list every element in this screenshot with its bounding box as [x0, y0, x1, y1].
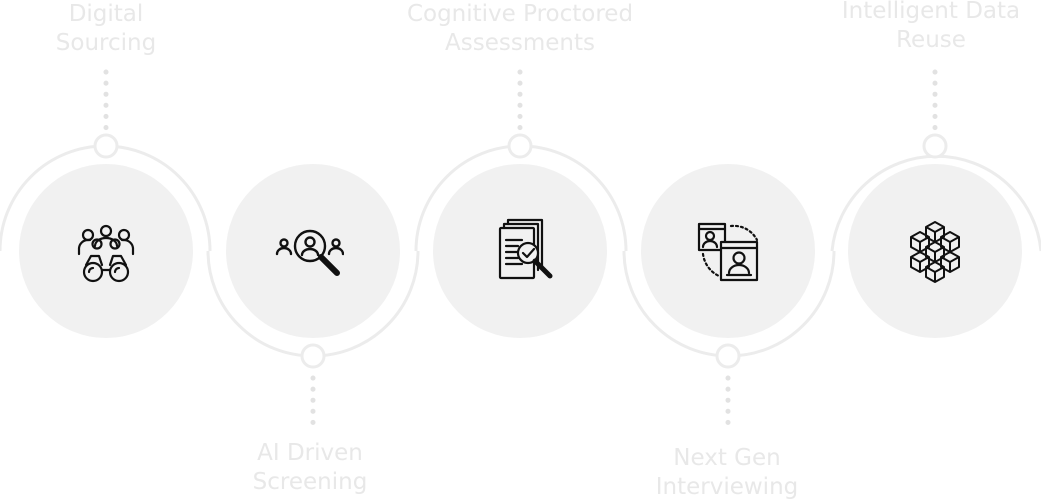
- step-label-cognitive-proctored-assessments: Cognitive Proctored Assessments: [380, 0, 660, 58]
- step-label-line1: Next Gen: [673, 445, 781, 471]
- cubes-icon: [900, 216, 970, 286]
- node-marker-4: [715, 343, 741, 369]
- step-circle-1: [19, 164, 193, 338]
- step-label-line1: AI Driven: [257, 440, 363, 466]
- step-label-line2: Sourcing: [55, 30, 157, 56]
- step-label-intelligent-data-reuse: Intelligent Data Reuse: [791, 0, 1041, 55]
- step-circle-2: [226, 164, 400, 338]
- step-label-line2: Reuse: [896, 27, 966, 53]
- node-marker-1: [93, 133, 119, 159]
- step-label-ai-driven-screening: AI Driven Screening: [170, 439, 450, 497]
- step-label-line1: Intelligent Data: [841, 0, 1021, 24]
- document-check-magnifier-icon: [490, 216, 560, 286]
- node-marker-5: [922, 133, 948, 159]
- video-profiles-icon: [695, 218, 765, 288]
- step-label-line2: Screening: [252, 469, 368, 495]
- step-label-next-gen-interviewing: Next Gen Interviewing: [587, 444, 867, 502]
- step-label-line1: Cognitive Proctored: [406, 1, 634, 27]
- node-marker-3: [507, 133, 533, 159]
- step-label-digital-sourcing: Digital Sourcing: [0, 0, 246, 58]
- step-label-line2: Interviewing: [655, 474, 799, 500]
- node-marker-2: [300, 343, 326, 369]
- binoculars-group-icon: [71, 216, 141, 286]
- step-label-line2: Assessments: [445, 30, 595, 56]
- step-label-line1: Digital: [68, 1, 144, 27]
- magnifier-people-icon: [274, 220, 344, 290]
